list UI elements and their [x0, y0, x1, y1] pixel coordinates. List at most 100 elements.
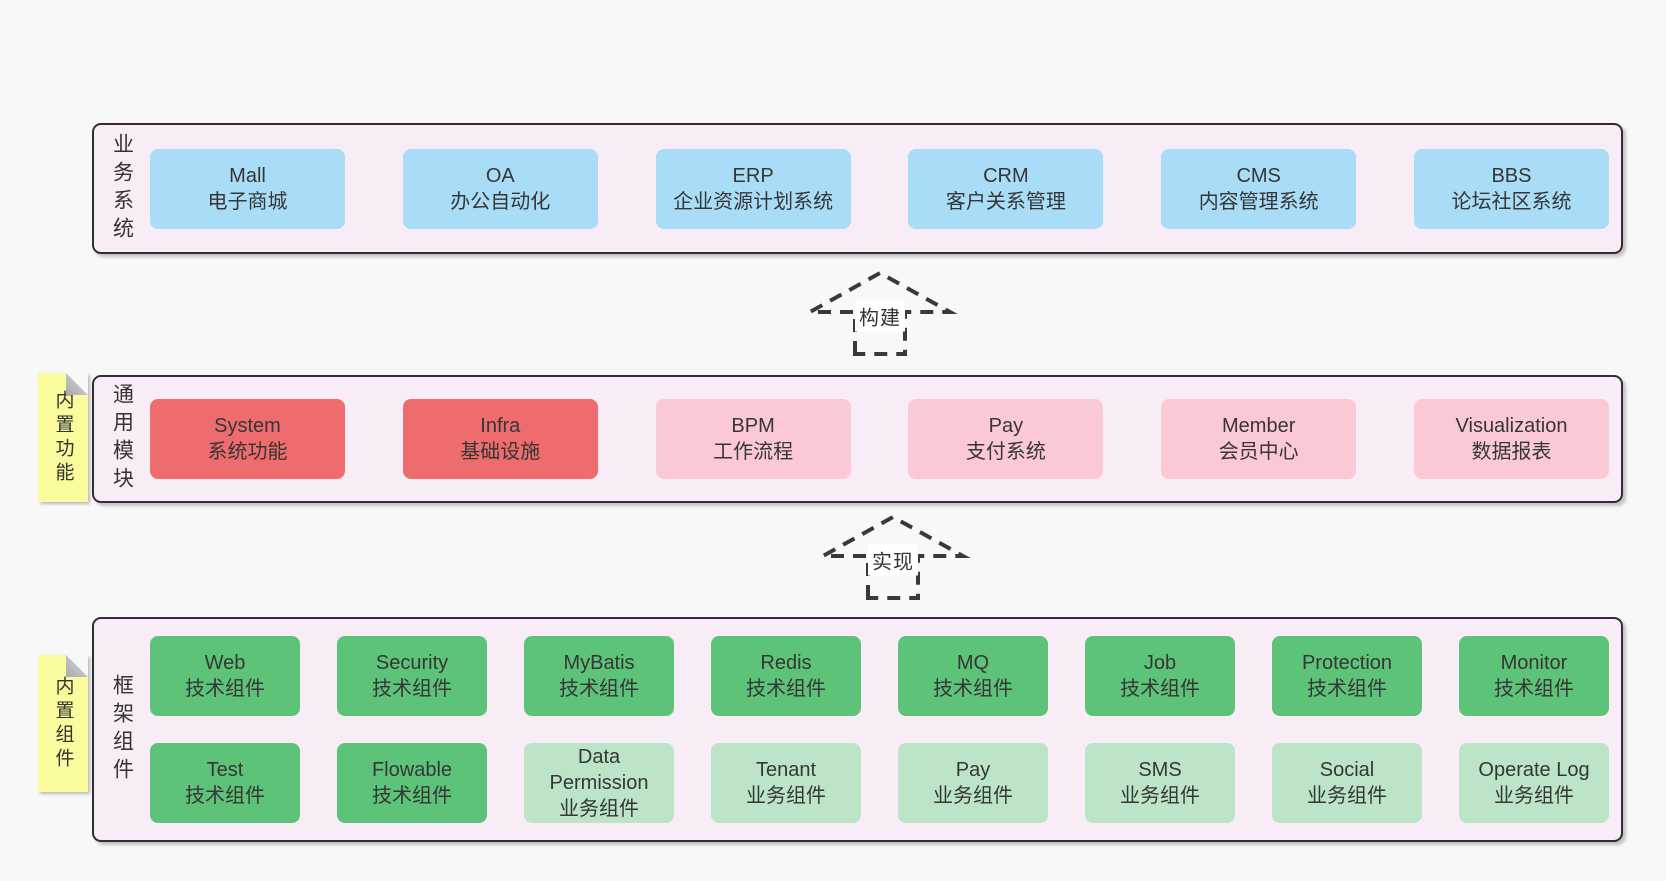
box-bbs: BBS 论坛社区系统 — [1413, 148, 1609, 229]
box-subtitle: 业务组件 — [746, 785, 826, 807]
band-label-text: 业务系统 — [110, 132, 134, 245]
box-subtitle: 技术组件 — [746, 678, 826, 700]
box-mall: Mall 电子商城 — [150, 148, 345, 229]
box-monitor: Monitor 技术组件 — [1459, 636, 1609, 716]
box-mq: MQ 技术组件 — [898, 636, 1048, 716]
box-subtitle: 技术组件 — [372, 678, 452, 700]
band-framework-components-boxes: Web 技术组件 Security 技术组件 MyBatis 技术组件 Redi… — [150, 619, 1621, 840]
box-title: OA — [485, 164, 515, 187]
band-framework-components: 框架组件 Web 技术组件 Security 技术组件 MyBatis 技术组件… — [92, 617, 1623, 842]
box-subtitle: 技术组件 — [372, 785, 452, 807]
box-subtitle: 技术组件 — [1494, 678, 1574, 700]
box-title: Monitor — [1500, 652, 1568, 674]
box-member: Member 会员中心 — [1161, 399, 1357, 479]
arrow-implement: 实现 — [815, 512, 971, 604]
box-infra: Infra 基础设施 — [402, 399, 598, 479]
note-text: 内置功能 — [52, 389, 74, 486]
box-subtitle: 技术组件 — [185, 678, 265, 700]
box-social: Social 业务组件 — [1272, 743, 1422, 823]
box-subtitle: 技术组件 — [559, 678, 639, 700]
box-title: Pay — [955, 759, 991, 781]
note-builtin-features: 内置功能 — [38, 373, 88, 502]
box-security: Security 技术组件 — [337, 636, 487, 716]
box-title: Pay — [988, 415, 1024, 437]
box-title: Redis — [760, 652, 812, 674]
box-subtitle: 企业资源计划系统 — [673, 190, 834, 213]
box-subtitle: 技术组件 — [1307, 678, 1387, 700]
band-common-modules: 通用模块 System 系统功能 Infra 基础设施 BPM 工作流程 Pay — [92, 375, 1623, 503]
box-operate-log: Operate Log 业务组件 — [1459, 743, 1609, 823]
box-title: BBS — [1491, 164, 1532, 187]
box-title: Tenant — [755, 759, 817, 781]
note-text: 内置组件 — [52, 675, 74, 772]
box-test: Test 技术组件 — [150, 743, 300, 823]
box-title: CMS — [1236, 164, 1281, 187]
box-subtitle: 系统功能 — [207, 441, 288, 463]
folded-corner-icon — [66, 655, 88, 677]
box-title: Job — [1143, 652, 1177, 674]
box-pay-component: Pay 业务组件 — [898, 743, 1048, 823]
box-title: BPM — [731, 415, 775, 437]
dashed-up-arrow-icon — [815, 514, 971, 600]
band-business-systems-label: 业务系统 — [94, 125, 150, 252]
box-visualization: Visualization 数据报表 — [1413, 399, 1609, 479]
box-subtitle: 内容管理系统 — [1198, 190, 1319, 213]
box-job: Job 技术组件 — [1085, 636, 1235, 716]
box-subtitle: 客户关系管理 — [945, 190, 1066, 213]
arrow-build-label: 构建 — [855, 300, 905, 332]
box-title: Operate Log — [1478, 759, 1590, 781]
band-common-modules-boxes: System 系统功能 Infra 基础设施 BPM 工作流程 Pay 支付系统… — [150, 377, 1621, 501]
band-common-modules-label: 通用模块 — [94, 377, 150, 501]
box-sms: SMS 业务组件 — [1085, 743, 1235, 823]
folded-corner-icon — [66, 373, 88, 395]
box-pay-system: Pay 支付系统 — [908, 399, 1104, 479]
band-label-text: 框架组件 — [110, 673, 134, 786]
box-flowable: Flowable 技术组件 — [337, 743, 487, 823]
box-subtitle: 业务组件 — [1120, 785, 1200, 807]
box-subtitle: 业务组件 — [1494, 785, 1574, 807]
box-title: Web — [204, 652, 246, 674]
dashed-up-arrow-icon — [802, 270, 958, 356]
box-title: Data Permission — [549, 746, 649, 794]
box-title: ERP — [732, 164, 774, 187]
box-erp: ERP 企业资源计划系统 — [655, 148, 851, 229]
box-subtitle: 技术组件 — [1120, 678, 1200, 700]
box-subtitle: 会员中心 — [1218, 441, 1299, 463]
box-title: System — [214, 415, 281, 437]
band-framework-components-label: 框架组件 — [94, 619, 150, 840]
box-title: Social — [1319, 759, 1375, 781]
box-cms: CMS 内容管理系统 — [1161, 148, 1357, 229]
box-subtitle: 业务组件 — [933, 785, 1013, 807]
band-business-systems-boxes: Mall 电子商城 OA 办公自动化 ERP 企业资源计划系统 CRM 客户关系… — [150, 125, 1621, 252]
box-subtitle: 业务组件 — [559, 798, 639, 820]
box-subtitle: 工作流程 — [713, 441, 794, 463]
box-title: Visualization — [1455, 415, 1568, 437]
box-subtitle: 基础设施 — [460, 441, 541, 463]
box-tenant: Tenant 业务组件 — [711, 743, 861, 823]
box-title: Protection — [1301, 652, 1393, 674]
box-data-permission: Data Permission 业务组件 — [524, 743, 674, 823]
box-title: Member — [1222, 415, 1296, 437]
box-subtitle: 电子商城 — [207, 190, 288, 213]
box-subtitle: 办公自动化 — [450, 190, 551, 213]
band-label-text: 通用模块 — [110, 383, 134, 495]
box-subtitle: 支付系统 — [965, 441, 1046, 463]
box-protection: Protection 技术组件 — [1272, 636, 1422, 716]
box-bpm: BPM 工作流程 — [655, 399, 851, 479]
box-title: Security — [375, 652, 449, 674]
box-subtitle: 技术组件 — [933, 678, 1013, 700]
arrow-build: 构建 — [802, 268, 958, 360]
box-redis: Redis 技术组件 — [711, 636, 861, 716]
box-crm: CRM 客户关系管理 — [908, 148, 1104, 229]
box-subtitle: 技术组件 — [185, 785, 265, 807]
box-subtitle: 数据报表 — [1471, 441, 1552, 463]
box-oa: OA 办公自动化 — [402, 148, 598, 229]
box-system: System 系统功能 — [150, 399, 345, 479]
box-title: Infra — [480, 415, 521, 437]
box-title: Mall — [229, 164, 266, 187]
box-subtitle: 论坛社区系统 — [1451, 190, 1572, 213]
box-title: CRM — [983, 164, 1029, 187]
arrow-implement-label: 实现 — [868, 544, 918, 576]
box-title: Test — [206, 759, 244, 781]
box-subtitle: 业务组件 — [1307, 785, 1387, 807]
